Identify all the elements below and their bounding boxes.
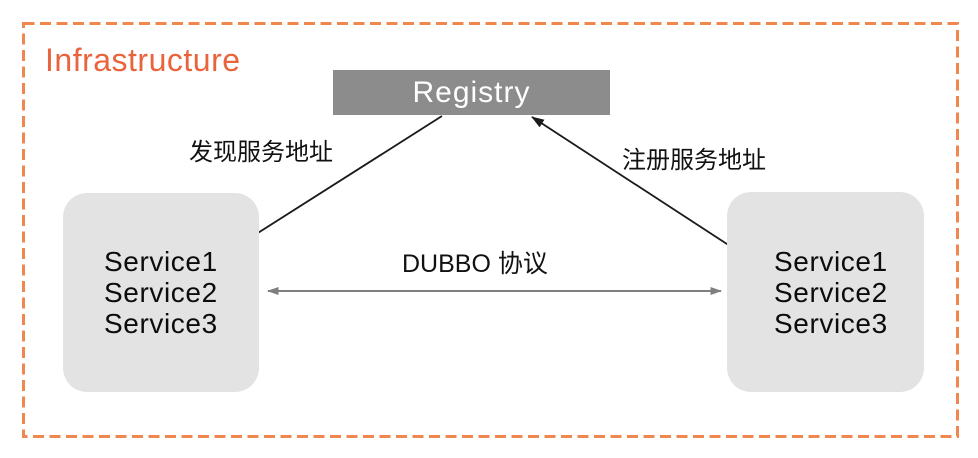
register-address-label: 注册服务地址 xyxy=(622,147,766,174)
consumer-service-list: Service1 Service2 Service3 xyxy=(774,246,888,339)
service-item: Service3 xyxy=(104,308,218,339)
service-item: Service3 xyxy=(774,308,888,339)
dubbo-protocol-label: DUBBO 协议 xyxy=(402,250,548,278)
discover-address-label: 发现服务地址 xyxy=(189,139,333,166)
infrastructure-title: Infrastructure xyxy=(45,42,241,78)
consumer-service-box xyxy=(727,192,924,392)
service-item: Service1 xyxy=(774,246,888,277)
provider-service-box xyxy=(63,193,259,392)
service-item: Service2 xyxy=(774,277,888,308)
service-item: Service2 xyxy=(104,277,218,308)
register-arrow xyxy=(531,116,754,262)
provider-service-list: Service1 Service2 Service3 xyxy=(104,246,218,339)
registry-box: Registry xyxy=(333,70,610,115)
service-item: Service1 xyxy=(104,246,218,277)
registry-label: Registry xyxy=(412,75,531,109)
